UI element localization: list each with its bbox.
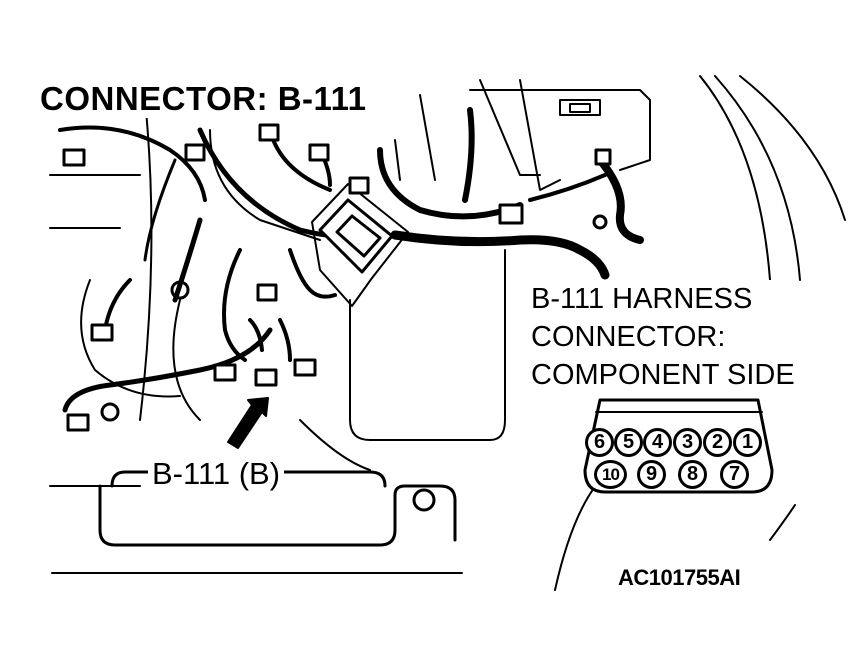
connector-pin: 5 [614, 428, 643, 457]
harness-connector-label: B-111 HARNESS CONNECTOR: COMPONENT SIDE [531, 280, 795, 394]
figure-code: AC101755AI [618, 565, 741, 590]
connector-pin: 6 [585, 428, 614, 457]
harness-label-line-3: COMPONENT SIDE [531, 359, 795, 391]
connector-pin: 9 [637, 460, 666, 489]
connector-location-label: B-111 (B) [148, 456, 285, 492]
connector-pin: 3 [673, 428, 702, 457]
connector-pin: 10 [594, 460, 627, 489]
harness-label-line-1: B-111 HARNESS [531, 283, 753, 315]
connector-pin: 1 [733, 428, 762, 457]
diagram-title: CONNECTOR: B-111 [36, 80, 371, 118]
pointer-arrow-icon [227, 397, 269, 449]
connector-pin: 4 [643, 428, 672, 457]
connector-pin: 8 [678, 460, 707, 489]
harness-label-line-2: CONNECTOR: [531, 321, 726, 353]
connector-pin: 7 [720, 460, 749, 489]
connector-pin: 2 [703, 428, 732, 457]
